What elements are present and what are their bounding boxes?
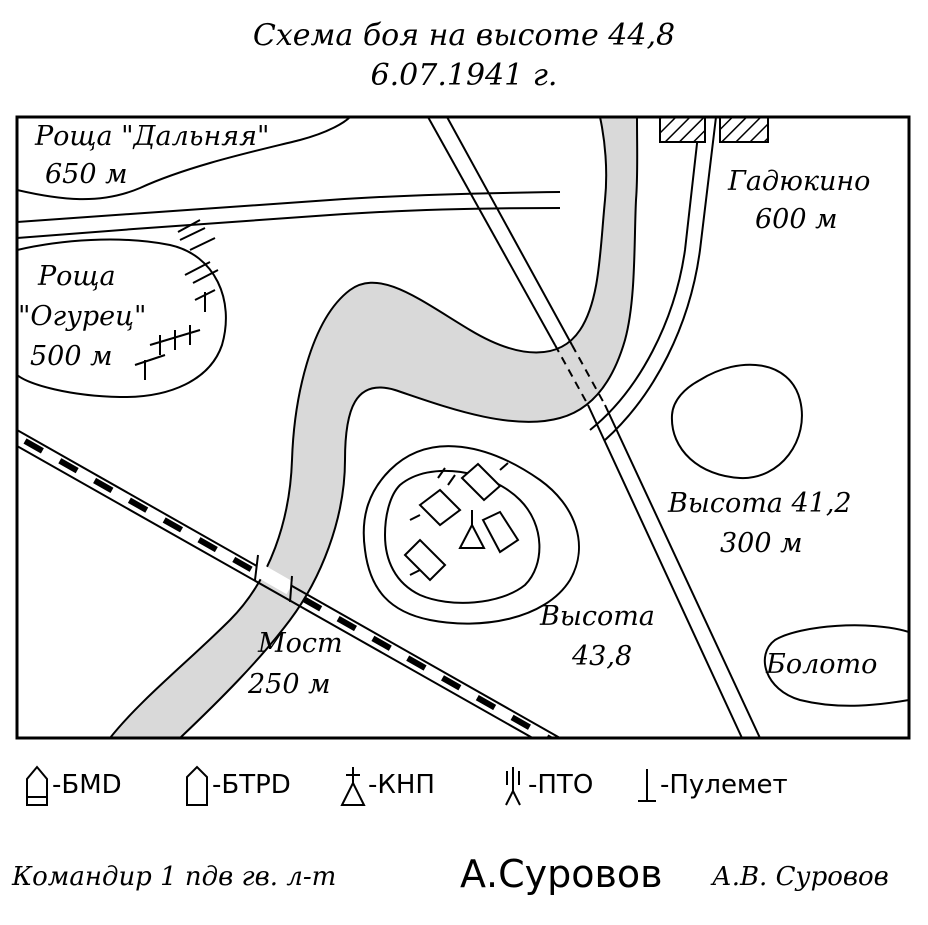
hill-41-outline xyxy=(670,363,803,480)
legend-mg: -Пулемет xyxy=(634,760,788,810)
village-buildings xyxy=(659,116,769,143)
commander-name: А.В. Суровов xyxy=(712,862,889,892)
grove-far-outline xyxy=(17,117,351,201)
road-upper xyxy=(17,191,561,223)
label-hill-43-value: 43,8 xyxy=(571,641,632,672)
label-grove-far: Роща "Дальняя" xyxy=(34,121,269,152)
legend-bmd-label: -БМD xyxy=(52,770,122,800)
handwritten-signature: А.Суровов xyxy=(460,852,663,896)
legend-pto: -ПТО xyxy=(498,760,593,810)
label-swamp: Болото xyxy=(765,649,877,680)
machine-gun-icon xyxy=(638,769,656,802)
swamp-outline xyxy=(763,624,909,707)
legend-mg-label: -Пулемет xyxy=(660,770,788,800)
legend-btrd-label: -БТРD xyxy=(212,770,291,800)
bmd-unit xyxy=(460,462,502,502)
map-legend: -БМD -БТРD -КНП -ПТО -Пулемет xyxy=(22,760,922,810)
knp-marker xyxy=(458,522,486,549)
label-village: Гадюкино xyxy=(727,166,870,197)
legend-pto-label: -ПТО xyxy=(528,770,594,800)
bmd-unit xyxy=(418,488,462,527)
commander-rank: Командир 1 пдв гв. л-т xyxy=(12,862,337,892)
map-date: 6.07.1941 г. xyxy=(370,58,558,93)
grove-cucumber-outline xyxy=(17,238,227,399)
road-main xyxy=(427,117,556,346)
label-grove-far-dist: 650 м xyxy=(45,159,128,190)
legend-knp: -КНП xyxy=(338,760,435,810)
label-hill-43: Высота xyxy=(539,601,655,632)
btrd-unit xyxy=(481,510,520,554)
label-grove-cucumber: Роща xyxy=(37,261,116,292)
label-village-dist: 600 м xyxy=(755,204,838,235)
btrd-icon xyxy=(186,765,208,806)
anti-tank-gun-icon xyxy=(505,767,521,806)
unit-positions xyxy=(403,462,520,582)
label-grove-cucumber-dist: 500 м xyxy=(30,341,113,372)
legend-knp-label: -КНП xyxy=(368,770,435,800)
bmd-icon xyxy=(26,765,48,806)
road-village xyxy=(589,117,701,431)
signature-line: Командир 1 пдв гв. л-т А.Суровов А.В. Су… xyxy=(12,850,922,910)
map-frame xyxy=(15,115,911,740)
legend-bmd: -БМD xyxy=(22,760,122,810)
label-grove-cucumber-name: "Огурец" xyxy=(18,301,146,332)
command-post-icon xyxy=(340,767,366,806)
legend-btrd: -БТРD xyxy=(182,760,291,810)
label-hill-41-dist: 300 м xyxy=(720,528,803,559)
grove-defences xyxy=(134,219,219,380)
hill-43-outer xyxy=(362,445,580,625)
label-hill-41: Высота 41,2 xyxy=(667,488,852,519)
label-bridge: Мост xyxy=(257,628,343,659)
map-title: Схема боя на высоте 44,8 xyxy=(252,18,676,53)
railway xyxy=(17,429,561,738)
btrd-unit xyxy=(403,538,447,582)
label-bridge-dist: 250 м xyxy=(247,669,331,700)
